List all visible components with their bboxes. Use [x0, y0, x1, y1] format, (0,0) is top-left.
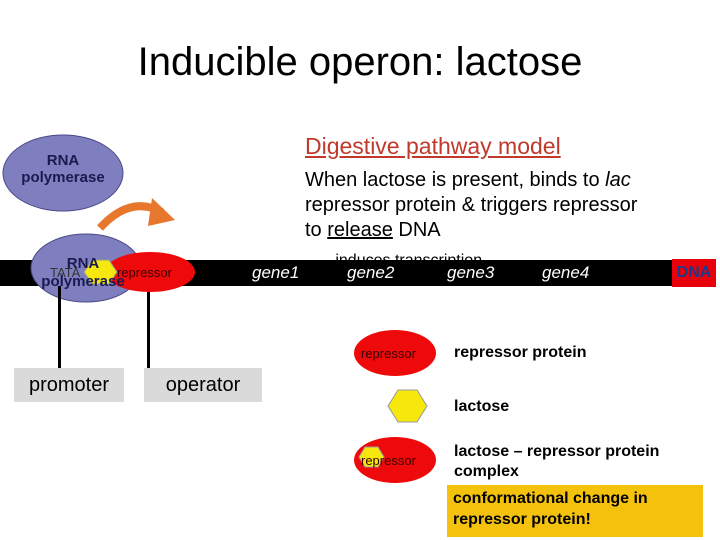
pathway-description: When lactose is present, binds to lac re… [305, 168, 645, 243]
promoter-label: promoter [14, 368, 124, 402]
legend-complex-lactose [358, 446, 385, 468]
lactose-on-dna [83, 259, 118, 285]
conformational-change-note: conformational change in repressor prote… [447, 485, 703, 537]
rna-polymerase-upper-label: RNA polymerase [3, 152, 123, 186]
rna-polymerase-lower-line2: polymerase [41, 273, 125, 290]
curved-arrow-head [148, 198, 175, 226]
operator-label: operator [144, 368, 262, 402]
legend-lactose-shape [387, 389, 428, 423]
rna-polymerase-upper-line1: RNA [46, 152, 80, 169]
gene-2: gene2 [347, 263, 395, 282]
pathway-text-part2: repressor protein & triggers repressor t… [305, 194, 638, 241]
rna-polymerase-upper-line2: polymerase [21, 169, 105, 186]
pathway-title: Digestive pathway model [305, 133, 561, 159]
gene-1: gene1 [252, 263, 300, 282]
tata-label: TATA [50, 265, 81, 280]
rna-polymerase-upper [2, 134, 124, 212]
legend-complex-text: lactose – repressor protein complex [454, 443, 660, 480]
transcription-note: – induces transcription [322, 252, 483, 269]
repressor-on-dna-label: repressor [117, 265, 172, 280]
pathway-text-lac: lac [605, 169, 631, 191]
pathway-text-part1: When lactose is present, binds to [305, 169, 606, 191]
legend-repressor-shape [354, 330, 436, 376]
gene-3: gene3 [447, 263, 495, 282]
legend-repressor-shape-label: repressor [361, 346, 416, 361]
pathway-text-release: release [327, 219, 393, 241]
rna-polymerase-lower-line1: RNA [66, 255, 100, 272]
operator-line [147, 292, 150, 368]
pathway-text-part3: DNA [392, 219, 441, 241]
promoter-line [58, 286, 61, 368]
legend-repressor-text: repressor protein [454, 344, 587, 361]
repressor-on-dna [105, 252, 195, 292]
rna-polymerase-lower-label: RNA polymerase [28, 255, 138, 291]
legend-lactose-text: lactose [454, 398, 510, 415]
gene-4: gene4 [542, 263, 590, 282]
legend-complex-shape-label: repressor [361, 453, 416, 468]
dna-label: DNA [672, 259, 716, 287]
slide-title: Inducible operon: lactose [137, 40, 583, 84]
